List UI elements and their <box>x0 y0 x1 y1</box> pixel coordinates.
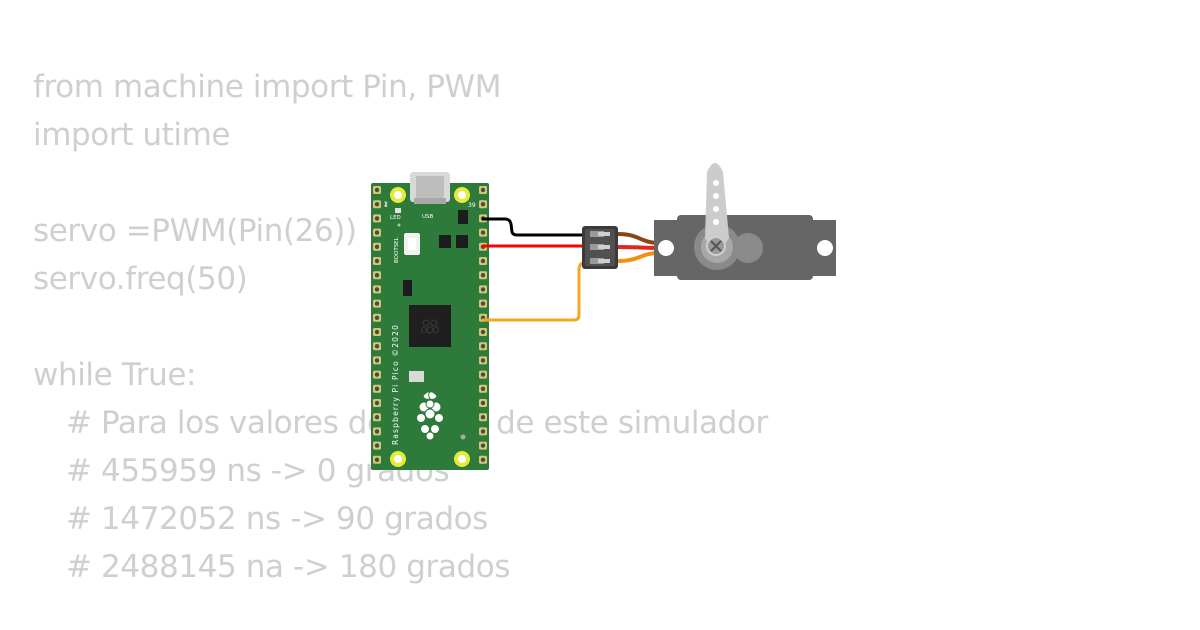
header-pin-hole <box>374 344 380 349</box>
chip-component <box>403 280 412 296</box>
servo-connector[interactable] <box>582 226 618 269</box>
header-pin-hole <box>480 273 486 278</box>
header-pin-hole <box>374 216 380 221</box>
pin-39-label: 39 <box>468 202 476 209</box>
header-pin-hole <box>480 230 486 235</box>
mounting-hole <box>454 451 470 467</box>
servo-motor[interactable] <box>654 163 836 280</box>
header-pin-hole <box>374 202 380 207</box>
header-pin-hole <box>480 429 486 434</box>
header-pin-hole <box>374 329 380 335</box>
code-line-1: from machine import Pin, PWM <box>33 69 502 105</box>
signal-wire[interactable] <box>482 260 590 322</box>
raspberry-pi-pico-board[interactable]: 1 2 39 LED USB BOOTSEL <box>371 172 489 470</box>
gnd-wire[interactable] <box>482 217 590 237</box>
header-pin-hole <box>374 415 380 420</box>
header-pin-hole <box>480 301 486 306</box>
chip-component <box>458 210 468 224</box>
header-pin-hole <box>480 329 486 335</box>
header-pin-hole <box>374 457 380 462</box>
header-pin-hole <box>374 230 380 235</box>
header-pin-hole <box>374 358 380 363</box>
code-line-4: servo =PWM(Pin(26)) <box>33 213 357 249</box>
bootsel-button[interactable] <box>404 233 420 255</box>
header-pin-hole <box>480 400 486 406</box>
header-pin-hole <box>374 287 380 292</box>
led-label: LED <box>390 215 401 221</box>
header-pin-hole <box>374 244 380 249</box>
header-pin-hole <box>480 344 486 349</box>
code-line-2: import utime <box>33 117 231 153</box>
header-pin-hole <box>480 372 486 377</box>
header-pin-hole <box>374 273 380 278</box>
header-pin-hole <box>374 400 380 406</box>
bootsel-label: BOOTSEL <box>394 236 400 263</box>
code-line-7: while True: <box>33 357 197 393</box>
test-point <box>460 434 466 440</box>
left-pin-header[interactable] <box>373 186 381 464</box>
mounting-hole <box>390 451 406 467</box>
pin-1-label: 1 <box>384 202 388 209</box>
header-pin-hole <box>480 287 486 292</box>
servo-horn[interactable] <box>705 163 729 248</box>
horn-screw-icon <box>706 236 726 256</box>
mounting-hole <box>454 187 470 203</box>
led-indicator <box>395 208 401 213</box>
header-pin-hole <box>374 372 380 377</box>
chip-component <box>439 235 451 248</box>
code-line-5: servo.freq(50) <box>33 261 248 297</box>
header-pin-hole <box>374 258 380 264</box>
header-pin-hole <box>374 429 380 434</box>
header-pin-hole <box>480 443 486 448</box>
raspberry-pi-logo-icon <box>416 391 444 441</box>
flash-chip <box>409 371 424 382</box>
usb-connector <box>410 172 450 204</box>
usb-label: USB <box>422 214 434 220</box>
board-name-label: Raspberry Pi Pico ©2020 <box>391 324 400 445</box>
header-pin-hole <box>480 202 486 207</box>
mounting-hole <box>390 187 406 203</box>
header-pin-hole <box>374 386 380 391</box>
chip-component <box>456 235 468 248</box>
header-pin-hole <box>480 386 486 391</box>
rp2040-chip <box>409 305 451 347</box>
header-pin-hole <box>374 301 380 306</box>
header-pin-hole <box>480 457 486 462</box>
pin-2-label: 2 <box>384 201 388 208</box>
via-dot <box>397 223 401 227</box>
header-pin-hole <box>374 315 380 320</box>
header-pin-hole <box>480 415 486 420</box>
header-pin-hole <box>480 258 486 264</box>
code-line-10: # 1472052 ns -> 90 grados <box>66 501 488 537</box>
code-line-11: # 2488145 na -> 180 grados <box>66 549 511 585</box>
header-pin-hole <box>480 358 486 363</box>
header-pin-hole <box>374 443 380 448</box>
header-pin-hole <box>374 187 380 193</box>
header-pin-hole <box>480 187 486 193</box>
